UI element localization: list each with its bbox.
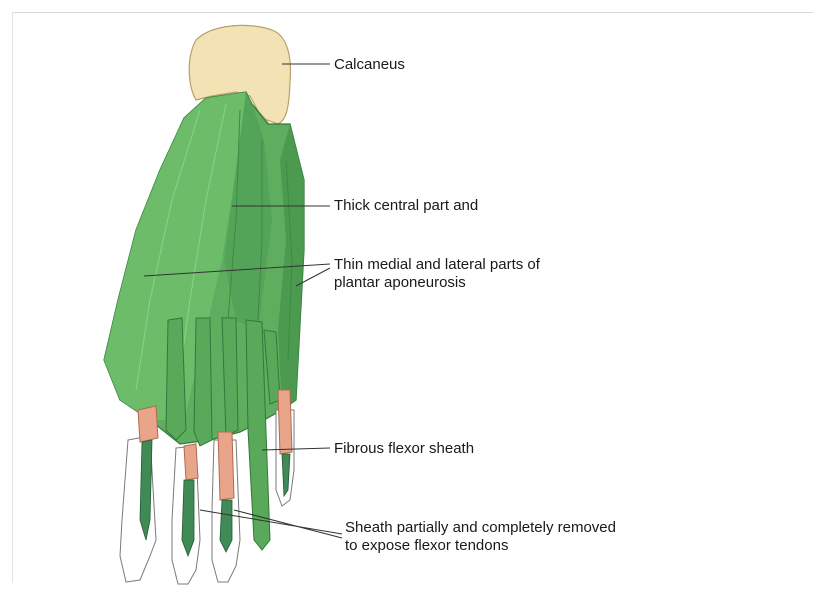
label-thin-parts: Thin medial and lateral parts of plantar… — [334, 256, 540, 292]
label-thin-parts-line2: plantar aponeurosis — [334, 274, 540, 292]
label-central-part: Thick central part and — [334, 197, 478, 215]
leader-line-sheath-complete — [234, 510, 342, 538]
leader-line-fibrous-sheath — [262, 448, 330, 450]
label-thin-parts-line1: Thin medial and lateral parts of — [334, 256, 540, 274]
label-sheath-removed-line1: Sheath partially and completely removed — [345, 519, 616, 537]
label-sheath-removed: Sheath partially and completely removed … — [345, 519, 616, 555]
label-calcaneus: Calcaneus — [334, 56, 405, 74]
label-sheath-removed-line2: to expose flexor tendons — [345, 537, 616, 555]
label-fibrous-sheath: Fibrous flexor sheath — [334, 440, 474, 458]
